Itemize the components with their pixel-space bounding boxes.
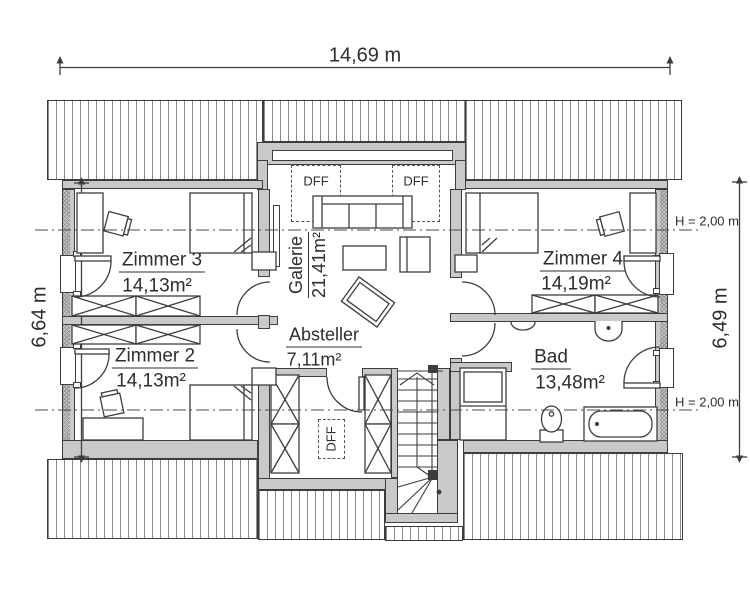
- window-zimmer2-frame-top: [73, 343, 81, 349]
- chair-zimmer3: [102, 210, 133, 237]
- chair-zimmer2: [99, 388, 125, 418]
- bathtub: [583, 406, 658, 442]
- side-table-rotated: [340, 276, 396, 328]
- door-zimmer3: [236, 281, 271, 316]
- window-zimmer4-frame-top: [653, 255, 660, 261]
- top-wall-right: [465, 180, 668, 189]
- dff-label-galerie-left: DFF: [303, 173, 329, 189]
- dimension-left: 6,64 m: [28, 286, 51, 348]
- shower: [459, 367, 507, 441]
- stair-left-wall: [391, 368, 398, 478]
- desk-zimmer2: [82, 417, 144, 441]
- window-zimmer3-frame-bottom: [73, 291, 81, 297]
- galerie-door-panel: [273, 205, 280, 267]
- window-zimmer3: [60, 255, 76, 293]
- coffee-table: [342, 245, 387, 271]
- dff-label-galerie-right: DFF: [403, 173, 429, 189]
- desk-zimmer3: [76, 192, 104, 254]
- room-label-absteller: Absteller: [285, 325, 363, 348]
- roof-window-galerie-right: [392, 165, 440, 222]
- roof-bottom-stair: [385, 526, 463, 541]
- room-label-zimmer3: Zimmer 3: [118, 250, 206, 273]
- room-area-zimmer3: 14,13m²: [122, 275, 192, 297]
- partition-zimmer4-bad: [450, 313, 668, 322]
- chair-zimmer4: [595, 210, 626, 238]
- armchair: [399, 236, 431, 273]
- window-bad-frame-bottom: [653, 381, 660, 387]
- absteller-top-wall-right: [362, 368, 393, 377]
- roof-top-right: [465, 100, 682, 180]
- toilet: [539, 405, 564, 443]
- window-zimmer2: [60, 347, 76, 385]
- bottom-wall-left: [62, 440, 258, 459]
- desk-zimmer4: [629, 192, 657, 254]
- room-label-zimmer2: Zimmer 2: [111, 346, 199, 369]
- door-absteller: [326, 376, 365, 413]
- room-area-absteller: 7,11m²: [286, 349, 342, 370]
- galerie-left-wall-lower: [258, 368, 270, 490]
- galerie-left-wall-mid: [258, 315, 270, 329]
- roof-top-center: [263, 100, 466, 142]
- room-area-galerie: 21,41m²: [309, 231, 329, 299]
- window-bad: [659, 348, 674, 388]
- partition-zimmer3-zimmer2: [62, 316, 278, 325]
- window-zimmer3-frame-top: [73, 251, 81, 257]
- room-area-zimmer4: 14,19m²: [541, 273, 611, 295]
- dimension-top: 14,69 m: [328, 44, 402, 67]
- room-label-galerie: Galerie 21,41m²: [286, 231, 329, 299]
- bottom-wall-right: [463, 440, 668, 453]
- stair-right-wall: [437, 368, 450, 440]
- height-marker-upper: H = 2,00 m: [675, 213, 739, 229]
- room-label-bad: Bad: [531, 347, 571, 370]
- height-marker-lower: H = 2,00 m: [675, 394, 739, 410]
- bed-zimmer3: [189, 192, 253, 254]
- door-zimmer4: [461, 281, 496, 316]
- roof-bottom-left: [47, 459, 258, 539]
- roof-window-absteller: [318, 419, 345, 459]
- washbasin: [594, 321, 623, 342]
- wardrobe-absteller-right: [364, 374, 392, 474]
- window-zimmer2-frame-bottom: [73, 382, 81, 388]
- room-label-zimmer4: Zimmer 4: [539, 249, 627, 272]
- stair-walk-line: [399, 372, 435, 477]
- absteller-bottom-wall: [258, 478, 393, 490]
- door-bad: [461, 322, 496, 357]
- shower-top-wall: [450, 362, 512, 372]
- dimension-right: 6,49 m: [709, 287, 732, 349]
- top-wall-left: [62, 180, 263, 189]
- window-bad-frame-top: [653, 350, 660, 356]
- stair-right-wall-low: [437, 440, 458, 523]
- dormer-window: [272, 150, 453, 161]
- stair-bottom-wall: [385, 513, 458, 523]
- window-zimmer4-frame-bottom: [653, 288, 660, 294]
- galerie-right-wall-upper: [450, 189, 462, 278]
- room-area-zimmer2: 14,13m²: [116, 370, 186, 392]
- wardrobe-zimmer3: [71, 295, 201, 317]
- galerie-left-wall-upper: [258, 189, 270, 277]
- door-zimmer2: [236, 328, 271, 363]
- wardrobe-zimmer4: [531, 294, 659, 314]
- roof-bottom-middle: [258, 490, 385, 540]
- roof-top-left: [47, 100, 263, 180]
- wardrobe-zimmer2: [71, 324, 201, 345]
- room-area-bad: 13,48m²: [535, 372, 605, 394]
- dff-label-absteller: DFF: [323, 426, 339, 452]
- window-zimmer4: [659, 253, 674, 295]
- bed-zimmer2: [189, 384, 253, 441]
- bed-zimmer4: [465, 192, 539, 254]
- roof-bottom-right: [463, 453, 683, 540]
- wardrobe-absteller-left: [270, 374, 300, 474]
- washbasin-small: [510, 321, 536, 331]
